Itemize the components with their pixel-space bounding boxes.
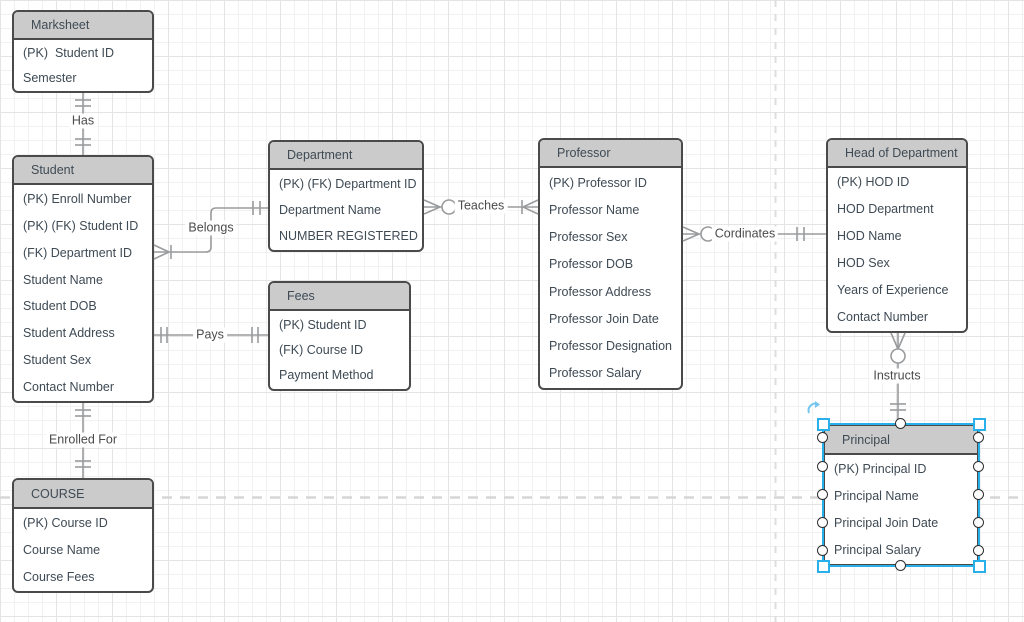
entity-row[interactable]: (PK) HOD ID <box>837 175 910 190</box>
entity-row[interactable]: Student DOB <box>23 299 97 314</box>
entity-row[interactable]: Years of Experience <box>837 282 949 297</box>
entity-row[interactable]: Student Sex <box>23 352 92 367</box>
entity-course-title[interactable]: COURSE <box>14 480 152 509</box>
entity-fees-rows: (PK) Student ID (FK) Course ID Payment Met… <box>270 311 409 389</box>
connection-point[interactable] <box>973 545 984 556</box>
entity-row[interactable]: Student Address <box>23 326 115 341</box>
entity-row[interactable]: Professor Join Date <box>549 311 659 326</box>
entity-row[interactable]: Professor Address <box>549 284 652 299</box>
connection-point[interactable] <box>973 432 984 443</box>
resize-handle-bottom-left[interactable] <box>817 560 830 573</box>
entity-row[interactable]: (PK) Professor ID <box>549 175 647 190</box>
connection-point[interactable] <box>973 461 984 472</box>
connection-point[interactable] <box>817 432 828 443</box>
entity-row[interactable]: Student Name <box>23 272 103 287</box>
connector-label-pays[interactable]: Pays <box>193 327 227 343</box>
connector-label-teaches[interactable]: Teaches <box>454 198 508 214</box>
entity-row[interactable]: Professor DOB <box>549 257 634 272</box>
entity-student[interactable]: Student (PK) Enroll Number (PK) (FK) Stud… <box>12 155 154 403</box>
entity-row[interactable]: Department Name <box>279 203 382 217</box>
entity-row[interactable]: Semester <box>23 70 77 85</box>
entity-row[interactable]: Professor Name <box>549 202 640 217</box>
connector-label-belongs[interactable]: Belongs <box>185 220 237 236</box>
entity-row[interactable]: HOD Sex <box>837 255 890 270</box>
entity-principal-title[interactable]: Principal <box>825 426 977 455</box>
entity-row[interactable]: (PK) Student ID <box>279 317 367 332</box>
entity-row[interactable]: (FK) Department ID <box>23 245 133 260</box>
entity-row[interactable]: HOD Name <box>837 229 902 244</box>
entity-row[interactable]: HOD Department <box>837 202 934 217</box>
entity-row[interactable]: (PK) Principal ID <box>834 462 927 477</box>
entity-row[interactable]: (PK) Enroll Number <box>23 192 132 207</box>
entity-professor[interactable]: Professor (PK) Professor ID Professor Nam… <box>538 138 683 390</box>
entity-row[interactable]: Payment Method <box>279 368 374 383</box>
entity-row[interactable]: Professor Designation <box>549 339 672 354</box>
connection-point[interactable] <box>817 545 828 556</box>
connection-point[interactable] <box>817 489 828 500</box>
entity-row[interactable]: (FK) Course ID <box>279 342 364 357</box>
entity-fees-title[interactable]: Fees <box>270 283 409 311</box>
entity-marksheet-title[interactable]: Marksheet <box>14 12 152 40</box>
connector-label-has[interactable]: Has <box>68 113 98 129</box>
connector-label-instructs[interactable]: Instructs <box>870 368 924 384</box>
resize-handle-bottom-right[interactable] <box>973 560 986 573</box>
connector-label-cordinates[interactable]: Cordinates <box>711 226 779 242</box>
rotate-icon[interactable] <box>806 400 824 418</box>
entity-fees[interactable]: Fees (PK) Student ID (FK) Course ID Paymen… <box>268 281 411 391</box>
entity-department-title[interactable]: Department <box>270 142 422 170</box>
entity-row[interactable]: Contact Number <box>837 309 929 324</box>
resize-handle-top-right[interactable] <box>973 418 986 431</box>
entity-row[interactable]: (PK) Course ID <box>23 516 108 531</box>
connection-point[interactable] <box>973 517 984 528</box>
entity-row[interactable]: Contact Number <box>23 379 115 394</box>
entity-row[interactable]: (PK) (FK) Department ID <box>279 177 417 191</box>
entity-row[interactable]: Principal Name <box>834 489 919 504</box>
connection-point[interactable] <box>895 418 906 429</box>
connection-point[interactable] <box>895 560 906 571</box>
entity-student-rows: (PK) Enroll Number (PK) (FK) Student ID (F… <box>14 185 152 401</box>
entity-row[interactable]: Course Name <box>23 543 101 557</box>
entity-marksheet-rows: (PK) Student ID Semester <box>14 40 152 91</box>
selection-outline <box>822 423 980 567</box>
entity-row[interactable]: NUMBER REGISTERED <box>279 229 418 243</box>
entity-professor-title[interactable]: Professor <box>540 140 681 168</box>
entity-row[interactable]: Professor Salary <box>549 366 642 381</box>
entity-student-title[interactable]: Student <box>14 157 152 185</box>
entity-department[interactable]: Department (PK) (FK) Department ID Depart… <box>268 140 424 252</box>
entity-row[interactable]: (PK) (FK) Student ID <box>23 219 139 234</box>
entity-row[interactable]: Principal Join Date <box>834 515 939 530</box>
entity-row[interactable]: Course Fees <box>23 569 95 584</box>
entity-head-of-department-title[interactable]: Head of Department <box>828 140 966 168</box>
connector-label-enrolled-for[interactable]: Enrolled For <box>45 432 121 448</box>
entity-marksheet[interactable]: Marksheet (PK) Student ID Semester <box>12 10 154 93</box>
connection-point[interactable] <box>973 489 984 500</box>
entity-row[interactable]: Professor Sex <box>549 230 628 245</box>
entity-row[interactable]: Principal Salary <box>834 542 921 557</box>
entity-head-of-department[interactable]: Head of Department (PK) HOD ID HOD Depart… <box>826 138 968 333</box>
entity-row[interactable]: (PK) Student ID <box>23 46 115 61</box>
resize-handle-top-left[interactable] <box>817 418 830 431</box>
connection-point[interactable] <box>817 517 828 528</box>
connection-point[interactable] <box>817 461 828 472</box>
